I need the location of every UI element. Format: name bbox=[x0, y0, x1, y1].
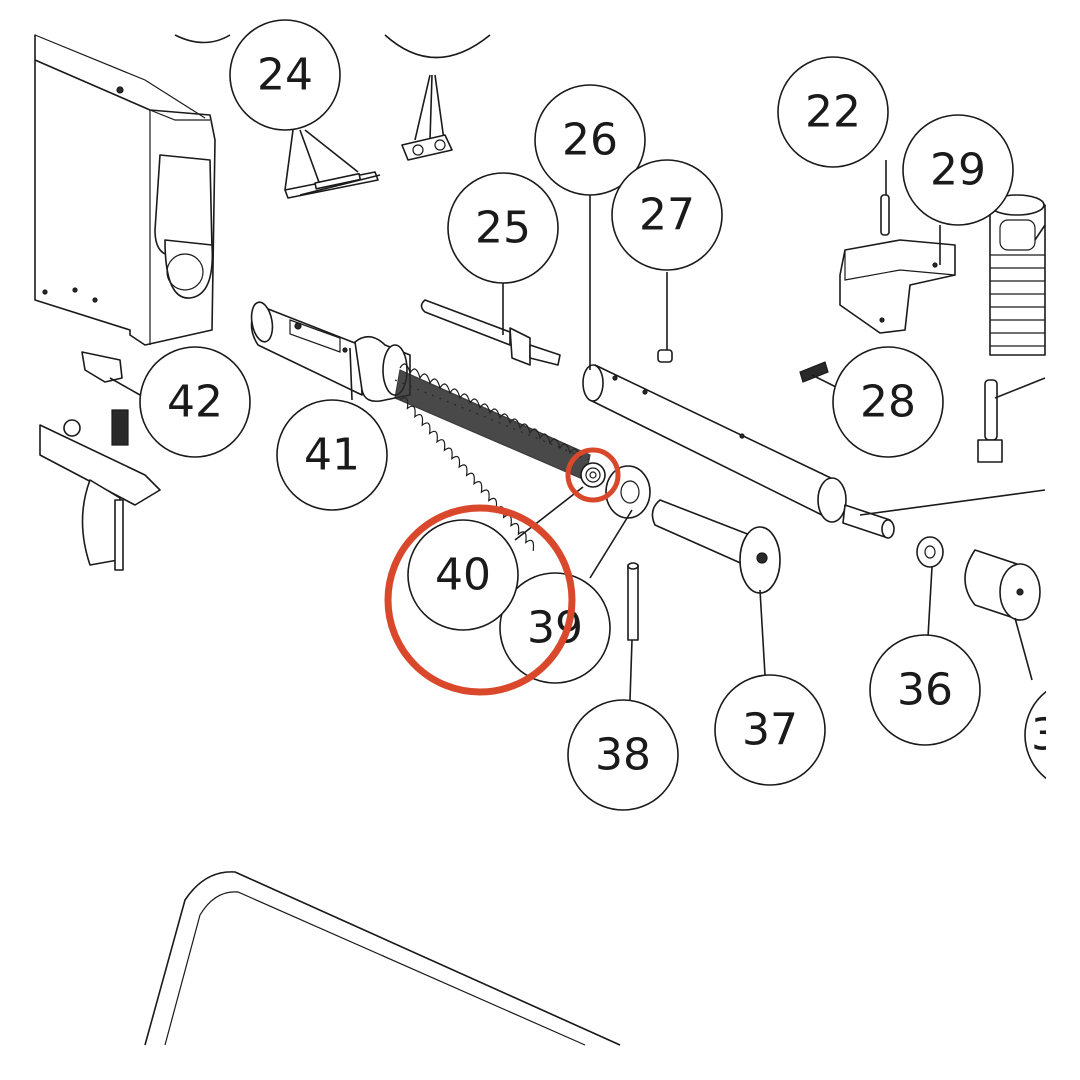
callout-40-label: 40 bbox=[435, 550, 491, 601]
callout-24: 24 bbox=[229, 19, 341, 131]
part-28-drawing bbox=[799, 361, 829, 383]
callout-28: 28 bbox=[832, 346, 944, 458]
highlight-marks bbox=[384, 447, 621, 696]
callout-41-label: 41 bbox=[304, 430, 360, 481]
part-22-drawing bbox=[880, 194, 890, 236]
part-42-drawing bbox=[39, 351, 161, 571]
leader-lines bbox=[109, 160, 1046, 701]
callout-38-label: 38 bbox=[595, 730, 651, 781]
callout-22-label: 22 bbox=[805, 87, 861, 138]
bottom-margin bbox=[0, 1046, 1080, 1080]
right-margin bbox=[1046, 0, 1080, 1080]
callout-42: 42 bbox=[139, 346, 251, 458]
callout-38: 38 bbox=[567, 699, 679, 811]
recoil-spring-drawing bbox=[394, 363, 591, 551]
highlight-ring-large bbox=[384, 504, 576, 696]
callout-29: 29 bbox=[902, 114, 1014, 226]
callout-26-label: 26 bbox=[562, 115, 618, 166]
pins-top-drawing bbox=[401, 74, 453, 161]
callout-28-label: 28 bbox=[860, 377, 916, 428]
callout-26: 26 bbox=[534, 84, 646, 196]
callout-27: 27 bbox=[611, 159, 723, 271]
callout-25: 25 bbox=[447, 172, 559, 284]
callout-37: 37 bbox=[714, 674, 826, 786]
callout-24-label: 24 bbox=[257, 50, 313, 101]
part-26-drawing bbox=[582, 364, 847, 523]
stock-outline-drawing bbox=[144, 871, 621, 1046]
callout-25-label: 25 bbox=[475, 203, 531, 254]
callout-36: 36 bbox=[869, 634, 981, 746]
cropped-callout-circles bbox=[174, 34, 491, 59]
callout-39: 39 bbox=[499, 572, 611, 684]
callout-29-label: 29 bbox=[930, 145, 986, 196]
part-40-drawing bbox=[580, 462, 606, 488]
callout-37-label: 37 bbox=[742, 705, 798, 756]
part-29-drawing bbox=[839, 239, 956, 334]
part-37-drawing bbox=[651, 499, 781, 594]
callout-42-label: 42 bbox=[167, 377, 223, 428]
part-25-drawing bbox=[420, 299, 561, 366]
threaded-barrel-drawing bbox=[989, 194, 1046, 356]
callout-22: 22 bbox=[777, 56, 889, 168]
part-36-drawing bbox=[916, 536, 944, 568]
callouts: 24 26 22 29 25 27 42 41 bbox=[139, 19, 1080, 811]
highlight-ring-part-40 bbox=[565, 447, 621, 503]
part-27-drawing bbox=[657, 349, 673, 363]
receiver-body-drawing bbox=[34, 34, 216, 346]
callout-36-label: 36 bbox=[897, 665, 953, 716]
callout-40: 40 bbox=[407, 519, 519, 631]
tube-end-pin-drawing bbox=[842, 504, 895, 539]
guide-rod-drawing bbox=[250, 301, 411, 403]
callout-41: 41 bbox=[276, 399, 388, 511]
callout-27-label: 27 bbox=[639, 190, 695, 241]
part-38-drawing bbox=[627, 562, 639, 641]
bolt-drawing bbox=[977, 379, 1003, 463]
pins-24-drawing bbox=[284, 129, 381, 199]
part-35-drawing bbox=[964, 549, 1041, 621]
